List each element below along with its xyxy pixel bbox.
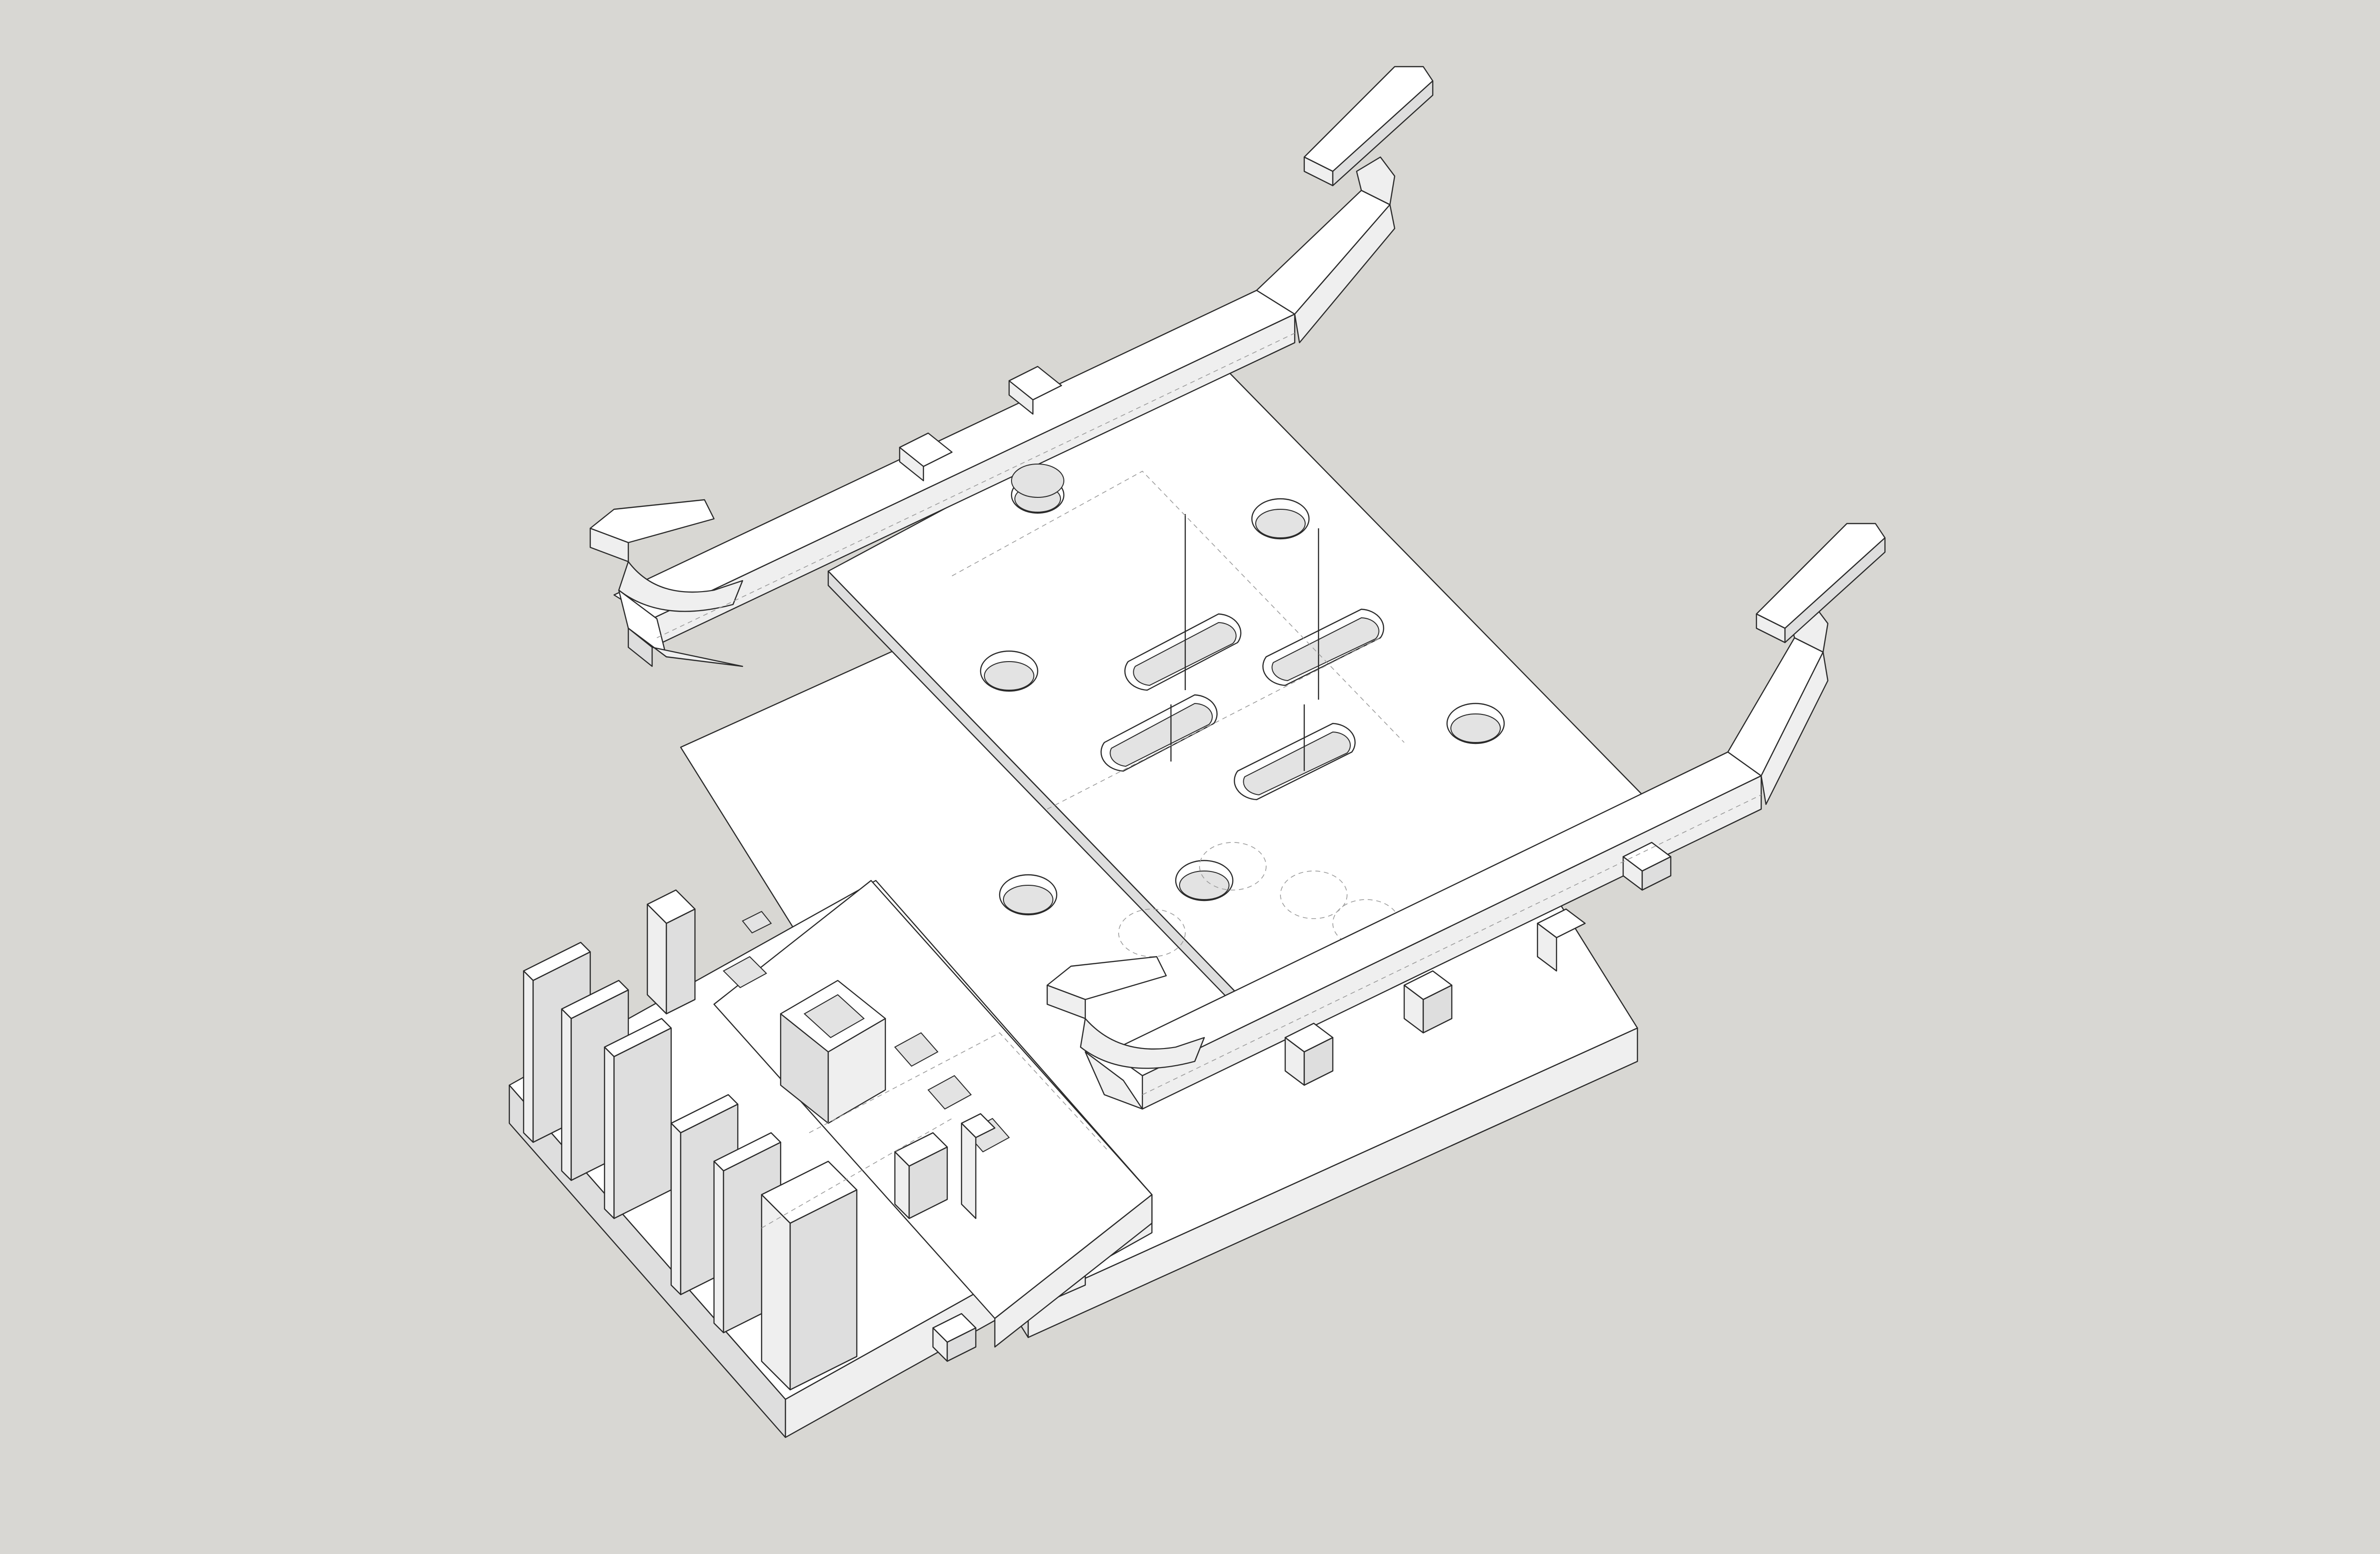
bracket-clip-frame[interactable]	[589, 66, 1886, 1110]
mounting-holes	[980, 476, 1505, 916]
enclosure-block[interactable]	[508, 880, 1153, 1438]
adjustment-slots	[1101, 608, 1384, 801]
cooling-fins	[523, 889, 996, 1391]
